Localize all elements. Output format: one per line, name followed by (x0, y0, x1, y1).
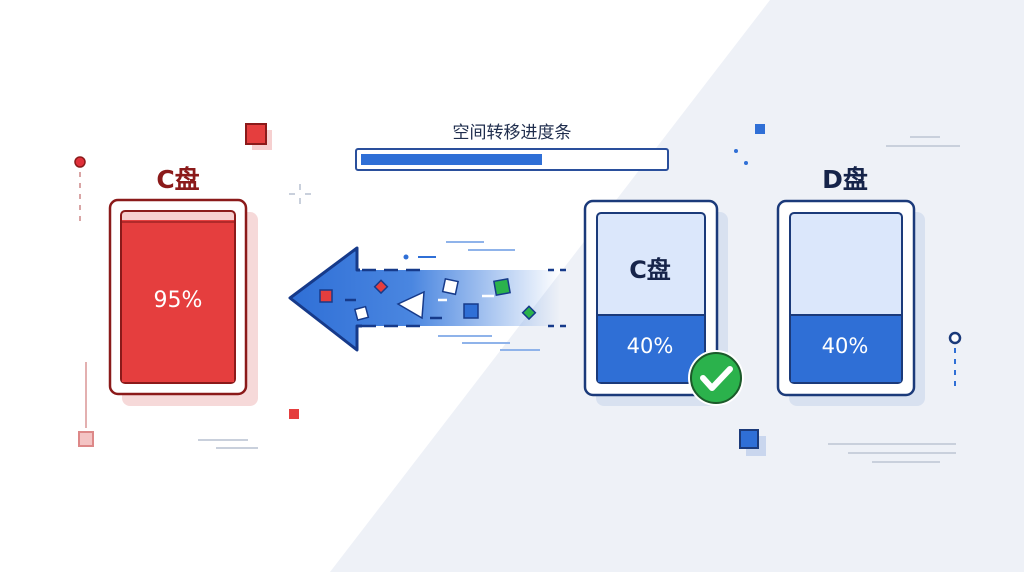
particle-square (521, 305, 537, 321)
target-drive-card (776, 199, 925, 406)
particle-square (353, 305, 370, 322)
crosshair-icon (289, 184, 311, 204)
decorations-left (74, 123, 311, 449)
particle-square (373, 279, 389, 295)
particle-square (441, 277, 459, 296)
dot-icon (74, 156, 86, 168)
square-icon (289, 409, 299, 419)
square-icon (245, 123, 267, 145)
check-circle-icon (688, 350, 744, 406)
particle-triangle (396, 290, 425, 320)
dot-icon (734, 149, 738, 153)
progress-bar (355, 148, 669, 171)
progress-fill (361, 154, 542, 165)
usage-fill (598, 315, 704, 382)
dot-icon (403, 254, 409, 260)
left-arrow-icon (288, 241, 570, 352)
decorations-right (734, 124, 962, 463)
source-drive-title: C盘 (156, 165, 200, 194)
migrated-drive-card (583, 199, 744, 406)
usage-fill (122, 220, 234, 382)
progress-title: 空间转移进度条 (452, 123, 572, 143)
square-icon (755, 124, 765, 134)
particle-square (463, 303, 479, 319)
source-drive-usage: 95% (153, 288, 203, 313)
square-icon (739, 429, 759, 449)
source-drive-card (108, 198, 258, 406)
migrated-drive-title: C盘 (629, 256, 671, 284)
dot-icon (744, 161, 748, 165)
arrow-outline (288, 246, 362, 352)
dot-icon (948, 331, 962, 345)
target-drive-usage: 40% (821, 334, 869, 358)
target-drive-title: D盘 (822, 165, 868, 194)
migrated-drive-usage: 40% (626, 334, 674, 358)
particle-square (493, 278, 511, 296)
square-icon (78, 431, 94, 447)
usage-fill (791, 315, 901, 382)
particle-square (319, 289, 333, 303)
